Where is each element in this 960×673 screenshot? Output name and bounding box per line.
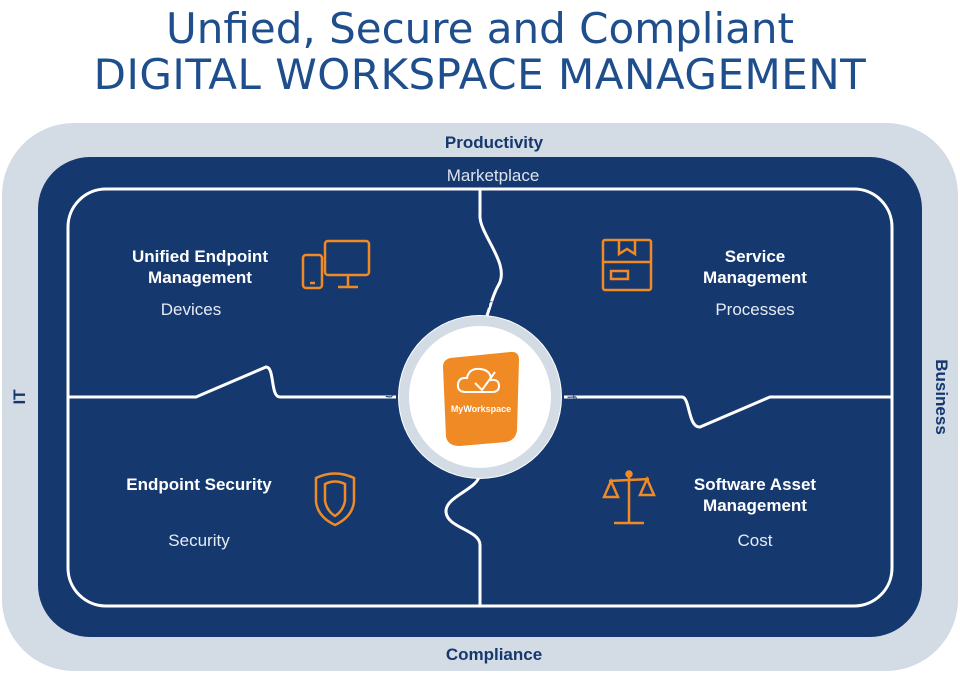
quadrant-software-asset: Software Asset Management Cost bbox=[602, 470, 817, 550]
frame-label-left: IT bbox=[10, 389, 29, 405]
myworkspace-badge bbox=[443, 351, 519, 446]
quadrant-subtitle: Cost bbox=[738, 531, 773, 550]
quadrant-title-line-2: Management bbox=[148, 268, 252, 287]
box-icon bbox=[601, 238, 653, 292]
quadrant-title-line-1: Endpoint Security bbox=[126, 475, 272, 494]
ring-label-top: Self Service bbox=[443, 296, 517, 318]
quadrant-unified-endpoint: Unified Endpoint Management Devices bbox=[132, 239, 371, 319]
hub-center-label: MyWorkspace bbox=[451, 404, 511, 414]
quadrant-service-management: Service Management Processes bbox=[601, 238, 807, 319]
quadrant-subtitle: Security bbox=[168, 531, 230, 550]
scales-icon bbox=[602, 470, 656, 525]
shield-icon bbox=[314, 472, 356, 527]
frame-label-bottom: Compliance bbox=[446, 645, 542, 664]
quadrant-title-line-1: Unified Endpoint bbox=[132, 247, 268, 266]
frame-label-right: Business bbox=[932, 359, 951, 435]
page-title-line-1: Unfied, Secure and Compliant bbox=[166, 4, 794, 53]
marketplace-label: Marketplace bbox=[447, 166, 540, 185]
puzzle-line-bottom bbox=[444, 473, 482, 606]
quadrant-title-line-2: Management bbox=[703, 268, 807, 287]
frame-label-top: Productivity bbox=[445, 133, 544, 152]
devices-icon bbox=[301, 239, 371, 290]
page-title-line-2: DIGITAL WORKSPACE MANAGEMENT bbox=[93, 50, 867, 99]
cloud-check-icon bbox=[456, 367, 501, 393]
quadrant-title-line-1: Service bbox=[725, 247, 786, 266]
quadrant-title-line-1: Software Asset bbox=[694, 475, 817, 494]
quadrant-title-line-2: Management bbox=[703, 496, 807, 515]
puzzle-line-right bbox=[564, 395, 892, 429]
quadrant-subtitle: Devices bbox=[161, 300, 221, 319]
puzzle-line-left bbox=[68, 365, 396, 399]
quadrant-subtitle: Processes bbox=[715, 300, 794, 319]
quadrant-endpoint-security: Endpoint Security Security bbox=[126, 472, 356, 550]
hub-ring bbox=[399, 316, 561, 478]
